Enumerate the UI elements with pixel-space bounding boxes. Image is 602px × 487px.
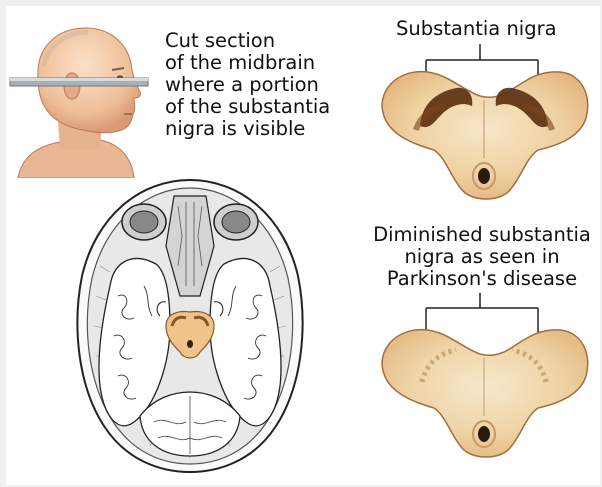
parkinson-midbrain-section	[376, 316, 596, 466]
brain-axial-section-illustration	[70, 176, 310, 476]
